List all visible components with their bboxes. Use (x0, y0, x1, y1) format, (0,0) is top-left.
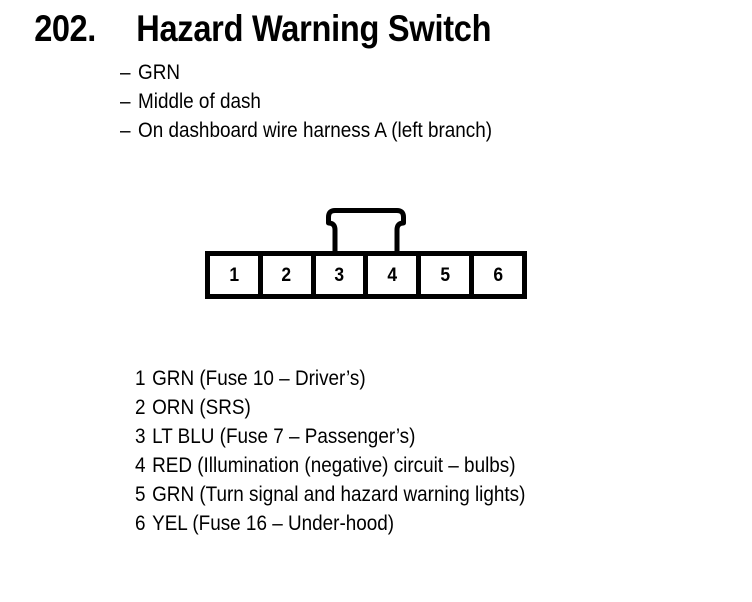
dash-icon: – (120, 90, 131, 113)
pin-assignment-row: 2 ORN (SRS) (135, 393, 525, 422)
pin-number: 6 (135, 512, 146, 535)
pin-assignment-row: 6 YEL (Fuse 16 – Under-hood) (135, 509, 525, 538)
pin-description: YEL (Fuse 16 – Under-hood) (152, 512, 395, 535)
pin-assignment-row: 3 LT BLU (Fuse 7 – Passenger’s) (135, 422, 525, 451)
pin-number: 1 (135, 367, 146, 390)
connector-pin-row: 1 2 3 4 5 6 (205, 251, 527, 299)
page-title: 202. Hazard Warning Switch (30, 8, 516, 50)
pin-number: 2 (135, 396, 146, 419)
pin-description: GRN (Turn signal and hazard warning ligh… (152, 483, 526, 506)
pin-assignment-row: 5 GRN (Turn signal and hazard warning lig… (135, 480, 525, 509)
pin-cell-label: 3 (334, 264, 345, 286)
pin-assignment-list: 1 GRN (Fuse 10 – Driver’s) 2 ORN (SRS) 3 LT… (135, 364, 569, 538)
pin-number: 4 (135, 454, 146, 477)
pin-cell-label: 6 (493, 264, 503, 286)
pin-description: ORN (SRS) (152, 396, 251, 419)
pin-cell-label: 5 (440, 264, 451, 286)
description-item-label: GRN (138, 61, 181, 84)
description-item-label: Middle of dash (138, 90, 261, 113)
connector-latch-tab-icon (326, 208, 406, 254)
dash-icon: – (120, 61, 131, 84)
pin-cell[interactable]: 6 (474, 256, 522, 294)
connector-diagram: 1 2 3 4 5 6 (205, 208, 530, 303)
pin-assignment-row: 1 GRN (Fuse 10 – Driver’s) (135, 364, 525, 393)
description-item-label: On dashboard wire harness A (left branch… (138, 119, 493, 142)
description-list: –GRN –Middle of dash –On dashboard wire … (120, 58, 533, 145)
pin-cell[interactable]: 3 (315, 256, 369, 294)
description-item: –Middle of dash (120, 87, 492, 116)
pin-number: 3 (135, 425, 146, 448)
pin-assignment-row: 4 RED (Illumination (negative) circuit – … (135, 451, 525, 480)
pin-number: 5 (135, 483, 146, 506)
pin-cell-label: 1 (229, 264, 239, 286)
pin-description: GRN (Fuse 10 – Driver’s) (152, 367, 366, 390)
entry-title: Hazard Warning Switch (136, 8, 492, 49)
dash-icon: – (120, 119, 131, 142)
pin-cell[interactable]: 5 (421, 256, 475, 294)
pin-description: LT BLU (Fuse 7 – Passenger’s) (152, 425, 416, 448)
pin-cell-label: 4 (387, 264, 398, 286)
pin-cell[interactable]: 4 (368, 256, 422, 294)
description-item: –GRN (120, 58, 492, 87)
pin-description: RED (Illumination (negative) circuit – b… (152, 454, 516, 477)
pin-cell[interactable]: 2 (262, 256, 316, 294)
pin-cell[interactable]: 1 (210, 256, 263, 294)
description-item: –On dashboard wire harness A (left branc… (120, 116, 492, 145)
pin-cell-label: 2 (281, 264, 292, 286)
entry-number: 202. (34, 8, 96, 49)
